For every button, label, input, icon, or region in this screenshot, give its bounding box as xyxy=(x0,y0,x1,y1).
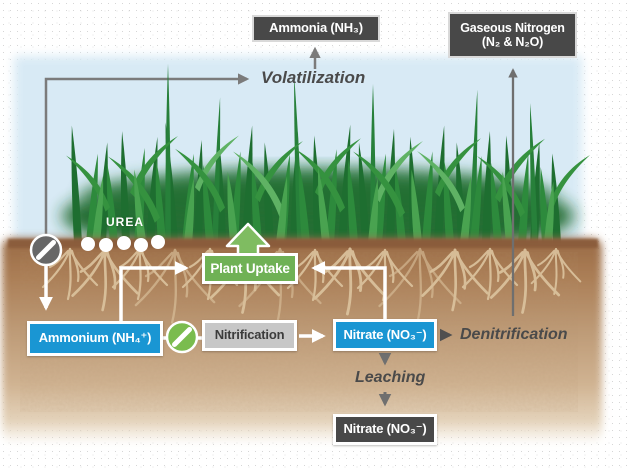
ammonium-box: Ammonium (NH₄⁺) xyxy=(27,321,163,356)
urease-inhibitor-icon xyxy=(29,233,63,267)
flow-arrows xyxy=(29,46,518,407)
plant-uptake-box-label: Plant Uptake xyxy=(210,260,290,276)
gaseous-nitrogen-box-line1: Gaseous Nitrogen xyxy=(460,20,565,35)
ammonia-box-label: Ammonia (NH₃) xyxy=(269,20,363,36)
nitrate-leached-box: Nitrate (NO₃⁻) xyxy=(333,414,437,445)
volatilization-label: Volatilization xyxy=(261,68,366,87)
urea-label: UREA xyxy=(106,215,145,229)
urea-granule-dots xyxy=(81,235,165,252)
leaching-label: Leaching xyxy=(355,369,426,386)
gaseous-nitrogen-box-line2: (N₂ & N₂O) xyxy=(481,35,544,49)
nitrification-inhibitor-icon xyxy=(165,320,199,354)
volatilization-arrow xyxy=(44,73,250,246)
nitrate-soil-box: Nitrate (NO₃⁻) xyxy=(333,319,437,351)
nitrate-soil-box-label: Nitrate (NO₃⁻) xyxy=(343,326,427,342)
denitrification-label: Denitrification xyxy=(460,326,568,343)
plant-uptake-box: Plant Uptake xyxy=(202,253,298,284)
crop-plants xyxy=(62,63,590,258)
ammonium-to-plant-uptake-arrow xyxy=(119,261,189,322)
ammonia-box: Ammonia (NH₃) xyxy=(252,15,380,42)
gaseous-nitrogen-box: Gaseous Nitrogen (N₂ & N₂O) xyxy=(448,12,577,58)
ammonium-box-label: Ammonium (NH₄⁺) xyxy=(38,330,152,346)
nitrate-to-plant-uptake-arrow xyxy=(311,261,387,320)
nitrification-box-label: Nitrification xyxy=(214,327,285,343)
nitrification-box: Nitrification xyxy=(202,320,297,351)
nitrate-leached-box-label: Nitrate (NO₃⁻) xyxy=(343,421,427,437)
